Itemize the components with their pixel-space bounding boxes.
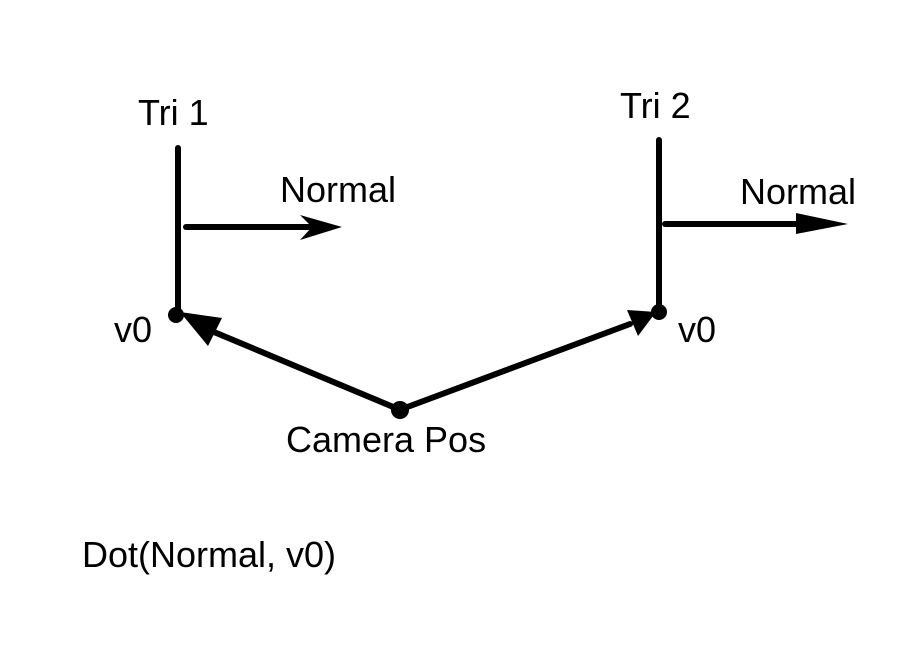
v0-right-point — [651, 304, 667, 320]
tri2-normal-arrowhead — [796, 213, 848, 234]
tri2-normal-label: Normal — [740, 171, 856, 212]
tri2-label: Tri 2 — [620, 85, 691, 126]
camera-point — [391, 401, 409, 419]
v0-left-point — [168, 307, 184, 323]
camera-to-v0-right-shaft — [399, 321, 633, 412]
tri1-normal-label: Normal — [280, 169, 396, 210]
tri1-normal-arrowhead — [300, 215, 342, 240]
v0-left-label: v0 — [114, 309, 152, 350]
camera-to-v0-left-arrowhead — [180, 312, 222, 346]
v0-right-label: v0 — [678, 309, 716, 350]
tri1-label: Tri 1 — [138, 92, 209, 133]
camera-label: Camera Pos — [286, 419, 486, 460]
camera-to-v0-left-shaft — [199, 324, 401, 412]
formula-label: Dot(Normal, v0) — [82, 534, 336, 575]
camera-to-v0-right-arrowhead — [627, 310, 656, 336]
